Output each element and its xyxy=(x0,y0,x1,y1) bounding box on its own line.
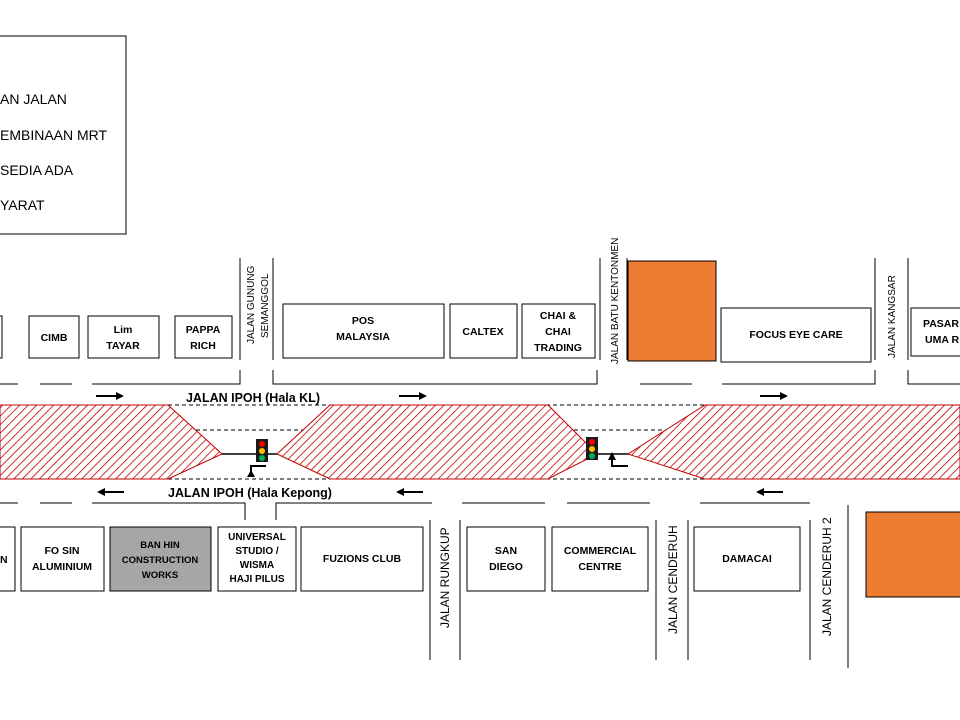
street-label-kangsar: JALAN KANGSAR xyxy=(887,275,898,358)
arrow-left-icon xyxy=(396,488,423,496)
north-side-streets xyxy=(239,258,909,360)
building-pos-malaysia: POS MALAYSIA xyxy=(282,303,445,359)
orange-site-north xyxy=(627,260,717,362)
building-universal-studio: UNIVERSAL STUDIO / WISMA HAJI PILUS xyxy=(217,526,297,592)
building-caltex: CALTEX xyxy=(449,303,518,359)
u-turn-arrows xyxy=(247,452,628,477)
south-buildings: N FO SIN ALUMINIUM BAN HIN CONSTRUCTION … xyxy=(0,511,960,598)
traffic-light-icon xyxy=(586,437,598,460)
svg-text:CONSTRUCTION: CONSTRUCTION xyxy=(122,555,199,566)
svg-text:CHAI: CHAI xyxy=(545,326,571,338)
building-cimb: CIMB xyxy=(28,315,80,359)
building-n-partial: N xyxy=(0,526,16,592)
svg-text:UMA R: UMA R xyxy=(925,334,959,346)
svg-text:N: N xyxy=(0,554,8,566)
svg-text:TRADING: TRADING xyxy=(534,342,582,354)
construction-zone-east xyxy=(626,404,960,480)
svg-text:FOCUS EYE CARE: FOCUS EYE CARE xyxy=(749,329,842,341)
construction-zone-west xyxy=(0,404,223,480)
road-label-hala-kl: JALAN IPOH (Hala KL) xyxy=(186,391,320,405)
building-focus-eye-care: FOCUS EYE CARE xyxy=(720,307,872,363)
street-label-rungkup: JALAN RUNGKUP xyxy=(438,527,452,628)
building-fuzions-club: FUZIONS CLUB xyxy=(300,526,424,592)
svg-text:HAJI PILUS: HAJI PILUS xyxy=(229,574,284,585)
legend-item-1: AN JALAN xyxy=(0,91,67,107)
svg-text:ALUMINIUM: ALUMINIUM xyxy=(32,561,92,573)
direction-arrows xyxy=(96,392,788,496)
arrow-right-icon xyxy=(399,392,427,400)
svg-text:WORKS: WORKS xyxy=(142,570,178,581)
svg-text:PAPPA: PAPPA xyxy=(186,324,221,336)
svg-text:FUZIONS CLUB: FUZIONS CLUB xyxy=(323,553,402,565)
svg-text:DIEGO: DIEGO xyxy=(489,561,523,573)
svg-text:CALTEX: CALTEX xyxy=(462,326,503,338)
svg-text:RICH: RICH xyxy=(190,340,216,352)
arrow-left-icon xyxy=(97,488,124,496)
north-buildings: CIMB Lim TAYAR PAPPA RICH POS MALAYSIA C… xyxy=(0,260,960,363)
mrt-construction-zones xyxy=(0,404,960,480)
building-pappa-rich: PAPPA RICH xyxy=(174,315,233,359)
building-lim-tayar: Lim TAYAR xyxy=(87,315,160,359)
south-side-streets xyxy=(429,505,849,668)
building-pasar-uma: PASAR UMA R xyxy=(910,307,960,357)
orange-site-south xyxy=(865,511,960,598)
building-fo-sin-aluminium: FO SIN ALUMINIUM xyxy=(20,526,105,592)
svg-text:MALAYSIA: MALAYSIA xyxy=(336,331,390,343)
arrow-right-icon xyxy=(96,392,124,400)
svg-text:CIMB: CIMB xyxy=(41,332,68,344)
svg-text:CHAI &: CHAI & xyxy=(540,310,577,322)
street-label-cenderuh: JALAN CENDERUH xyxy=(666,525,680,634)
legend-item-2: EMBINAAN MRT xyxy=(0,127,108,143)
street-label-semanggol: SEMANGGOL xyxy=(260,273,271,338)
arrow-left-icon xyxy=(756,488,783,496)
street-label-batu-kentonmen: JALAN BATU KENTONMEN xyxy=(610,238,621,364)
street-label-cenderuh-2: JALAN CENDERUH 2 xyxy=(820,517,834,636)
svg-text:SAN: SAN xyxy=(495,545,517,557)
construction-zone-centre xyxy=(276,404,598,480)
legend-item-4: YARAT xyxy=(0,197,45,213)
svg-text:FO SIN: FO SIN xyxy=(44,545,79,557)
svg-text:CENTRE: CENTRE xyxy=(578,561,621,573)
u-turn-icon xyxy=(247,465,266,477)
legend-item-3: SEDIA ADA xyxy=(0,162,74,178)
svg-text:Lim: Lim xyxy=(114,324,133,336)
building-damacai: DAMACAI xyxy=(693,526,801,592)
building-san-diego: SAN DIEGO xyxy=(466,526,546,592)
svg-text:WISMA: WISMA xyxy=(240,560,274,571)
svg-text:TAYAR: TAYAR xyxy=(106,340,140,352)
svg-text:POS: POS xyxy=(352,315,374,327)
north-road-edges xyxy=(0,370,960,385)
svg-text:PASAR: PASAR xyxy=(923,318,959,330)
svg-text:STUDIO /: STUDIO / xyxy=(235,546,279,557)
building-ban-hin-construction: BAN HIN CONSTRUCTION WORKS xyxy=(109,526,212,592)
traffic-light-icon xyxy=(256,439,268,462)
legend: AN JALAN EMBINAAN MRT SEDIA ADA YARAT xyxy=(0,35,127,235)
arrow-right-icon xyxy=(760,392,788,400)
road-label-hala-kepong: JALAN IPOH (Hala Kepong) xyxy=(168,486,332,500)
south-road-edges xyxy=(0,502,810,520)
street-label-gunung: JALAN GUNUNG xyxy=(246,265,257,344)
u-turn-icon xyxy=(608,452,628,467)
svg-text:BAN HIN: BAN HIN xyxy=(140,540,180,551)
svg-text:COMMERCIAL: COMMERCIAL xyxy=(564,545,637,557)
svg-text:DAMACAI: DAMACAI xyxy=(722,553,772,565)
svg-text:UNIVERSAL: UNIVERSAL xyxy=(228,532,286,543)
building-chai-chai-trading: CHAI & CHAI TRADING xyxy=(521,303,596,359)
building-commercial-centre: COMMERCIAL CENTRE xyxy=(551,526,649,592)
